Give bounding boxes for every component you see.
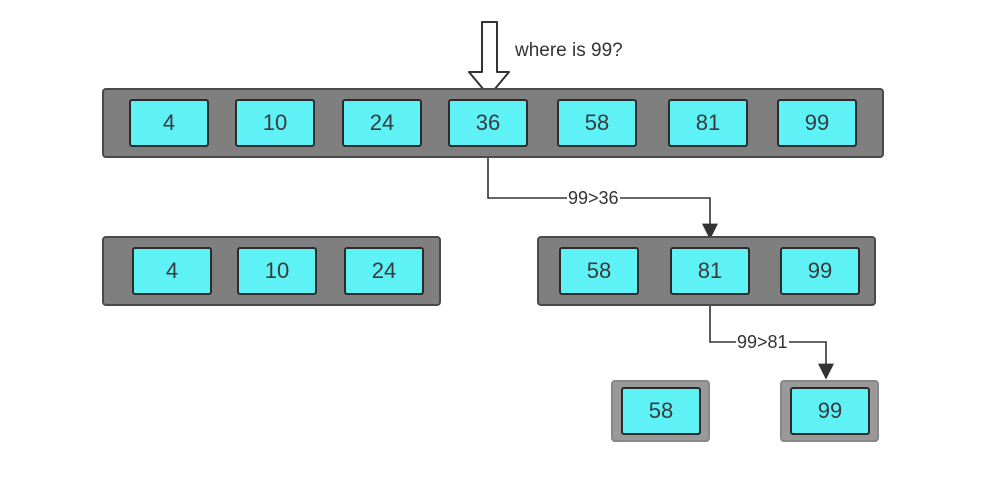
array-leaf-right: 99	[780, 380, 879, 442]
cell: 10	[235, 99, 315, 147]
cell: 24	[344, 247, 424, 295]
cell: 58	[557, 99, 637, 147]
cell: 81	[668, 99, 748, 147]
question-label: where is 99?	[515, 40, 623, 61]
comparison-label: 99>81	[736, 332, 789, 352]
cell: 4	[129, 99, 209, 147]
array-right-half: 58 81 99	[537, 236, 876, 306]
cell: 58	[559, 247, 639, 295]
cell: 24	[342, 99, 422, 147]
array-full: 4 10 24 36 58 81 99	[102, 88, 884, 158]
array-left-half: 4 10 24	[102, 236, 441, 306]
cell-found: 99	[790, 387, 870, 435]
cell-middle: 36	[448, 99, 528, 147]
cell: 58	[621, 387, 701, 435]
search-pointer-arrow	[468, 21, 510, 97]
comparison-label: 99>36	[567, 188, 620, 208]
cell: 4	[132, 247, 212, 295]
array-leaf-left: 58	[611, 380, 710, 442]
cell-middle: 81	[670, 247, 750, 295]
cell: 99	[780, 247, 860, 295]
cell: 99	[777, 99, 857, 147]
cell: 10	[237, 247, 317, 295]
